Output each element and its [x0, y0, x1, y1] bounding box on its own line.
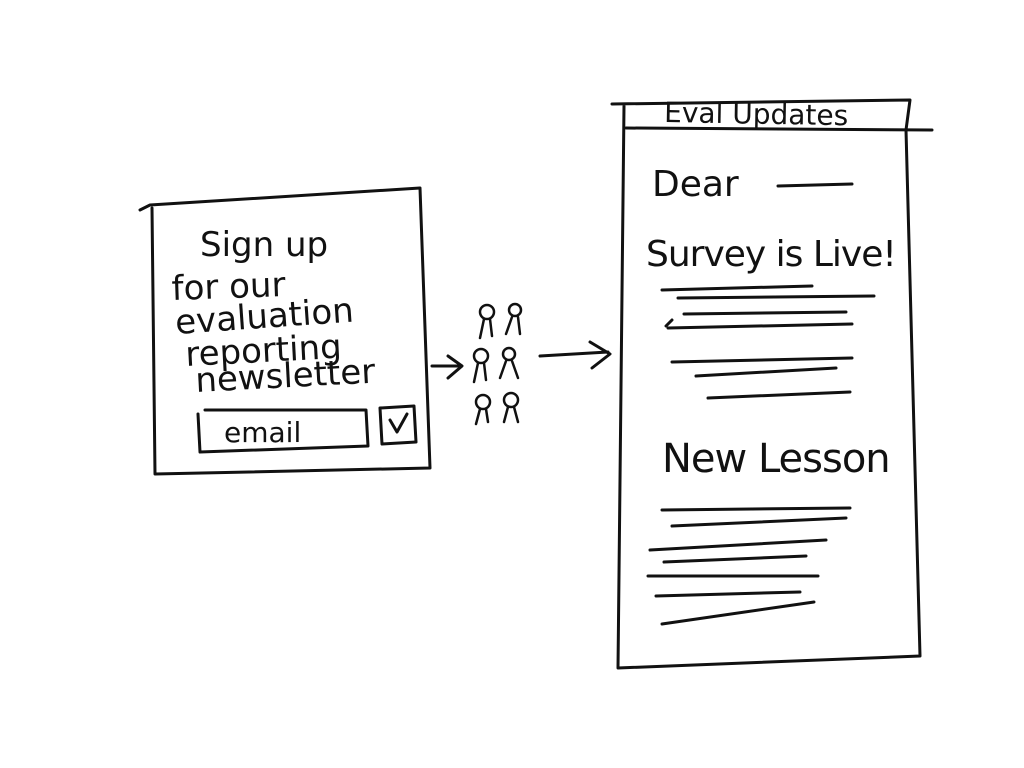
submit-checkbox[interactable]	[378, 404, 418, 446]
signup-line-5: newsletter	[194, 352, 376, 401]
newsletter-header-divider	[624, 126, 934, 132]
newsletter-border	[610, 98, 922, 670]
section-2-body-lines	[646, 506, 852, 626]
greeting-name-blank	[776, 182, 854, 188]
email-field-label: email	[224, 416, 301, 449]
signup-line-2: for our	[171, 265, 286, 309]
newsletter-greeting: Dear	[652, 164, 739, 205]
signup-line-4: reporting	[184, 327, 342, 375]
people-icon	[472, 302, 523, 426]
arrow-to-newsletter	[538, 340, 612, 370]
signup-card: Sign up for our evaluation reporting new…	[138, 186, 432, 476]
checkmark-icon	[388, 412, 409, 434]
section-2-heading: New Lesson	[662, 436, 890, 482]
newsletter-title: Eval Updates	[664, 96, 849, 132]
signup-line-1: Sign up	[200, 225, 328, 265]
arrow-to-subscribers	[430, 354, 464, 380]
signup-card-border	[138, 186, 432, 476]
section-1-heading: Survey is Live!	[646, 234, 896, 275]
section-1-body-lines	[660, 284, 876, 400]
email-field[interactable]: email	[196, 408, 370, 454]
newsletter: Eval Updates Dear Survey is Live! New Le…	[610, 96, 934, 670]
signup-text: Sign up for our evaluation reporting new…	[171, 225, 376, 401]
